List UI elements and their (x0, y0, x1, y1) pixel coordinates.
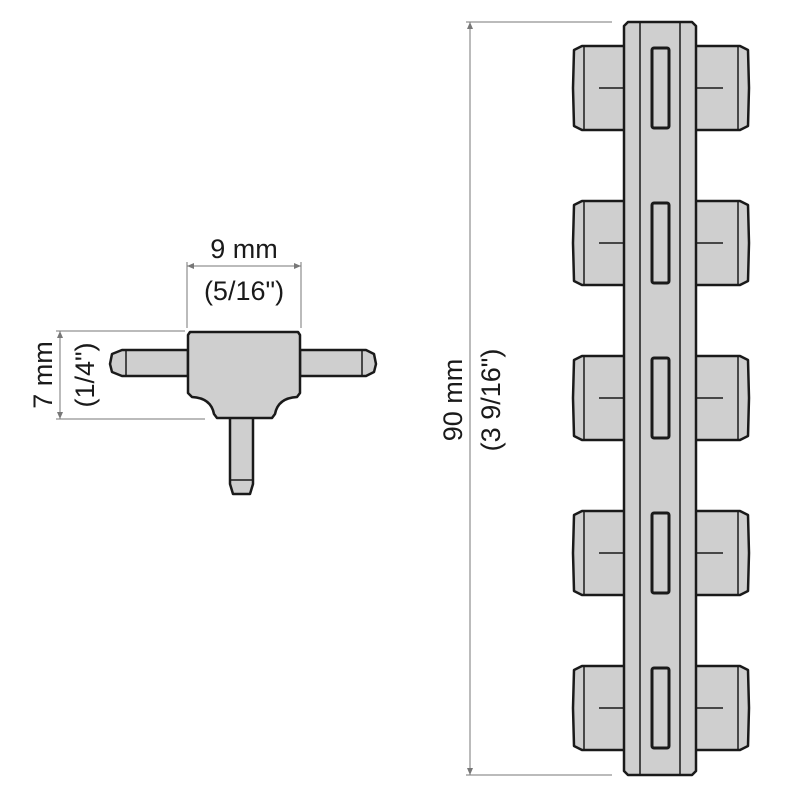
tee-width-dimension: 9 mm (5/16") (186, 234, 302, 328)
tee-width-in-label: (5/16") (204, 276, 284, 306)
tee-height-in-label: (1/4") (70, 342, 100, 407)
tee-bottom-stem (228, 414, 255, 496)
tee-right-arm (298, 348, 378, 378)
manifold-length-mm-label: 90 mm (438, 359, 468, 442)
tee-left-arm (108, 348, 190, 378)
outlet-slot (650, 356, 671, 440)
tee-body (186, 330, 302, 420)
outlet-slot (650, 666, 671, 750)
outlet-slot (650, 46, 671, 130)
manifold-length-in-label: (3 9/16") (476, 349, 506, 452)
manifold-length-dimension: 90 mm (3 9/16") (438, 21, 612, 776)
tee-height-dimension: 7 mm (1/4") (28, 330, 205, 420)
outlet-slot (650, 511, 671, 595)
tee-height-mm-label: 7 mm (28, 341, 58, 409)
outlet-slot (650, 201, 671, 285)
tee-width-mm-label: 9 mm (210, 234, 278, 264)
tee-fitting (108, 330, 378, 496)
manifold (571, 20, 751, 777)
